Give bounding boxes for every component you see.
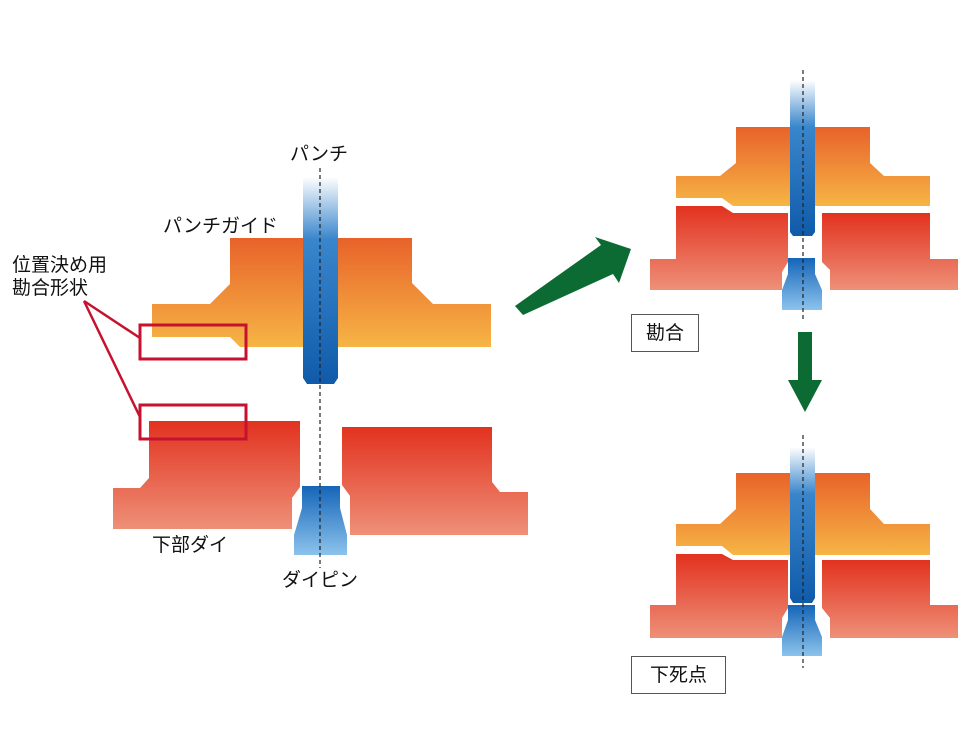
main-assembly bbox=[82, 168, 528, 568]
callout-box-lower bbox=[138, 403, 248, 441]
engage-assembly bbox=[650, 70, 958, 320]
bdc-lower-die-right bbox=[822, 560, 958, 638]
punch-label: パンチ bbox=[290, 143, 348, 165]
bdc-punch bbox=[790, 447, 815, 603]
callout-line-upper bbox=[83, 299, 141, 340]
bdc-step-label: 下死点 bbox=[631, 656, 726, 694]
die-pin-label: ダイピン bbox=[282, 569, 359, 591]
bdc-lower-die-left bbox=[650, 554, 788, 638]
diagonal-arrow bbox=[515, 237, 631, 315]
engage-lower-die-left bbox=[650, 206, 788, 290]
positioning-label-line2: 勘合形状 bbox=[12, 277, 89, 299]
positioning-label-line1: 位置決め用 bbox=[12, 254, 108, 276]
punch-guide-label: パンチガイド bbox=[163, 215, 278, 237]
callout-box-upper bbox=[138, 323, 248, 361]
callout-line-lower bbox=[82, 300, 142, 418]
lower-die-left bbox=[113, 421, 300, 529]
bdc-assembly bbox=[650, 435, 958, 668]
down-arrow bbox=[788, 332, 822, 412]
lower-die-label: 下部ダイ bbox=[152, 534, 229, 556]
engage-step-label: 勘合 bbox=[631, 314, 699, 352]
lower-die-right bbox=[342, 427, 528, 535]
bdc-die-pin bbox=[782, 605, 822, 656]
engage-lower-die-right bbox=[822, 213, 958, 290]
engage-die-pin bbox=[782, 258, 822, 310]
